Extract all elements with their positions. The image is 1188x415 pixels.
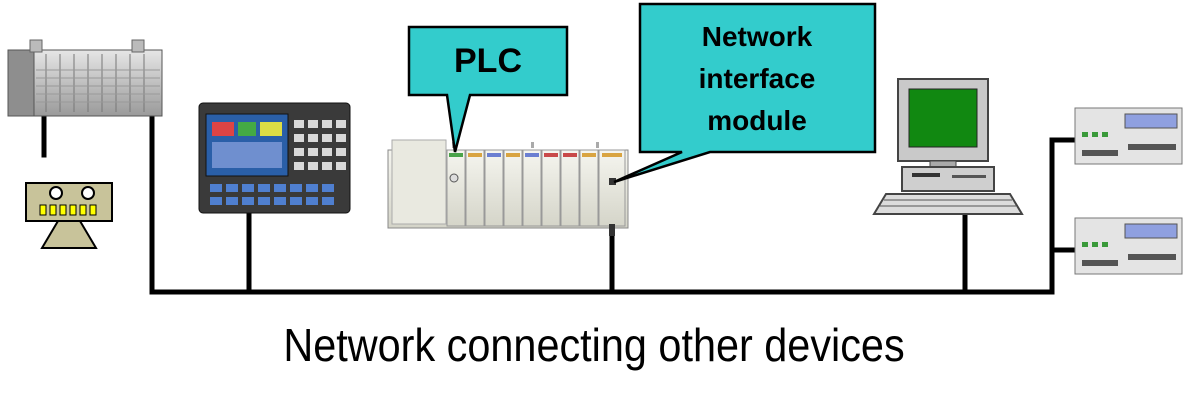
- network-interface-callout-line-1: Network: [702, 21, 813, 52]
- touch-panel-icon: [198, 102, 351, 214]
- io-module-icon: [1074, 107, 1183, 165]
- plc-rack-icon: [7, 39, 163, 117]
- desktop-computer-icon: [872, 78, 1024, 215]
- plc-callout-label: PLC: [454, 42, 522, 80]
- plc-chassis-icon: [387, 139, 629, 236]
- network-interface-callout-line-2: interface: [699, 63, 816, 94]
- plc-callout: PLC: [407, 25, 569, 153]
- network-interface-callout-line-3: module: [707, 105, 807, 136]
- io-module-icon: [1074, 217, 1183, 275]
- network-bus-line: [149, 109, 1078, 295]
- diagram-caption: Network connecting other devices: [283, 319, 905, 371]
- robot-icon: [25, 182, 113, 249]
- network-interface-callout: Network interface module: [613, 2, 877, 184]
